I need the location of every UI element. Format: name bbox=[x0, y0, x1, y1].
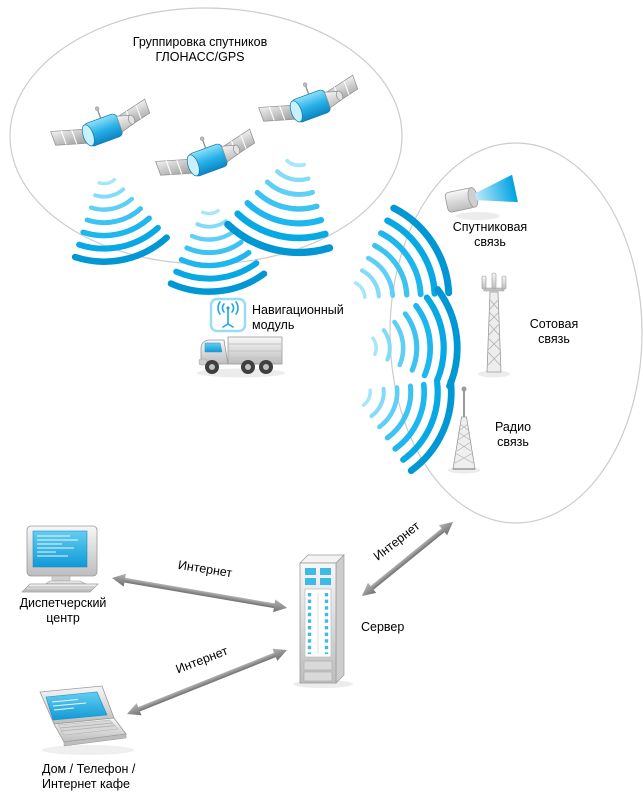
nav-module-icon bbox=[209, 297, 247, 333]
internet-arrow-dispatch-server bbox=[112, 573, 288, 613]
satellite-group-label-line1: Группировка спутников bbox=[132, 35, 268, 49]
radio-label-line2: связь bbox=[497, 435, 529, 449]
comms-ellipse bbox=[389, 142, 643, 524]
internet-arrow-server-comms bbox=[362, 522, 454, 596]
cellular-label: Сотовая связь bbox=[520, 317, 588, 347]
desktop-computer-icon bbox=[21, 525, 99, 593]
cellular-label-line2: связь bbox=[538, 332, 570, 346]
nav-module-label-line2: модуль bbox=[252, 318, 295, 332]
home-label-line2: Интернет кафе bbox=[42, 777, 130, 791]
cell-tower-icon bbox=[478, 272, 510, 378]
server-tower-icon bbox=[293, 554, 353, 688]
nav-module-label-line1: Навигационный bbox=[252, 303, 344, 317]
dispatch-center-label: Диспетчерский центр bbox=[8, 596, 118, 626]
server-label: Сервер bbox=[361, 620, 405, 634]
truck-icon bbox=[197, 336, 285, 378]
dispatch-center-label-line1: Диспетчерский bbox=[19, 596, 107, 610]
satellite-group-label: Группировка спутников ГЛОНАСС/GPS bbox=[96, 35, 304, 65]
home-label-line1: Дом / Телефон / bbox=[42, 762, 136, 776]
dispatch-center-label-line2: центр bbox=[46, 611, 80, 625]
satcom-label: Спутниковая связь bbox=[444, 220, 536, 250]
laptop-icon bbox=[39, 685, 134, 755]
satcom-label-line1: Спутниковая bbox=[452, 220, 528, 234]
cellular-label-line1: Сотовая bbox=[529, 317, 579, 331]
radio-antenna-icon bbox=[448, 386, 480, 474]
radio-label: Радио связь bbox=[484, 420, 542, 450]
satellite-dish-icon bbox=[444, 174, 518, 220]
radio-label-line1: Радио bbox=[494, 420, 532, 434]
satellite-group-label-line2: ГЛОНАСС/GPS bbox=[155, 50, 245, 64]
satcom-label-line2: связь bbox=[474, 235, 506, 249]
nav-module-label: Навигационный модуль bbox=[252, 303, 362, 333]
internet-arrow-home-server bbox=[127, 648, 287, 716]
home-label: Дом / Телефон / Интернет кафе bbox=[42, 762, 172, 792]
